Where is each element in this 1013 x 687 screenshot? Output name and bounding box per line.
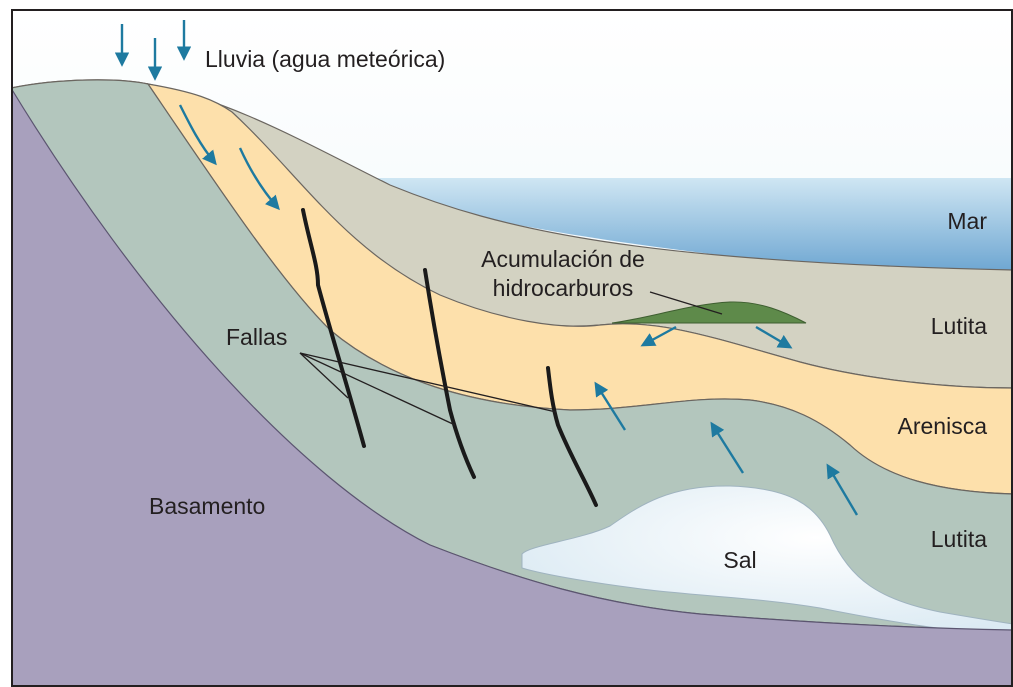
fault-1 bbox=[301, 208, 366, 448]
faults bbox=[301, 208, 598, 507]
accumulation-arrow-left bbox=[640, 325, 677, 347]
accumulation-arrows bbox=[640, 325, 793, 349]
accumulation-arrow-right bbox=[755, 325, 793, 349]
faults-label: Fallas bbox=[226, 324, 287, 350]
flow-arrow-2 bbox=[238, 147, 280, 211]
salt-label: Sal bbox=[723, 547, 756, 573]
fault-3 bbox=[546, 366, 598, 507]
basement-layer bbox=[11, 86, 1013, 687]
migration-arrow-2 bbox=[710, 421, 745, 474]
salt-body bbox=[521, 485, 1013, 635]
sea-label: Mar bbox=[947, 208, 987, 234]
basement-label: Basamento bbox=[149, 493, 265, 519]
figure-frame bbox=[11, 9, 1013, 687]
sandstone-label: Arenisca bbox=[898, 413, 988, 439]
flow-arrow-1 bbox=[178, 104, 217, 166]
hydrocarbon-accumulation bbox=[611, 301, 807, 324]
fault-2 bbox=[423, 268, 476, 479]
upper-shale-label: Lutita bbox=[931, 313, 987, 339]
meteoric-flow-arrows bbox=[178, 104, 280, 211]
migration-arrow-3 bbox=[826, 463, 859, 516]
migration-arrow-1 bbox=[594, 381, 627, 431]
fault-leader-lines bbox=[299, 352, 557, 426]
migration-arrows bbox=[594, 381, 859, 516]
accumulation-leader-line bbox=[649, 291, 723, 315]
sea-layer bbox=[340, 178, 1013, 271]
accumulation-label-line2: hidrocarburos bbox=[493, 275, 634, 301]
accumulation-label-line1: Acumulación de bbox=[481, 246, 645, 272]
rain-label: Lluvia (agua meteórica) bbox=[205, 46, 445, 72]
rain-arrows bbox=[114, 20, 192, 81]
lower-shale-label: Lutita bbox=[931, 526, 987, 552]
